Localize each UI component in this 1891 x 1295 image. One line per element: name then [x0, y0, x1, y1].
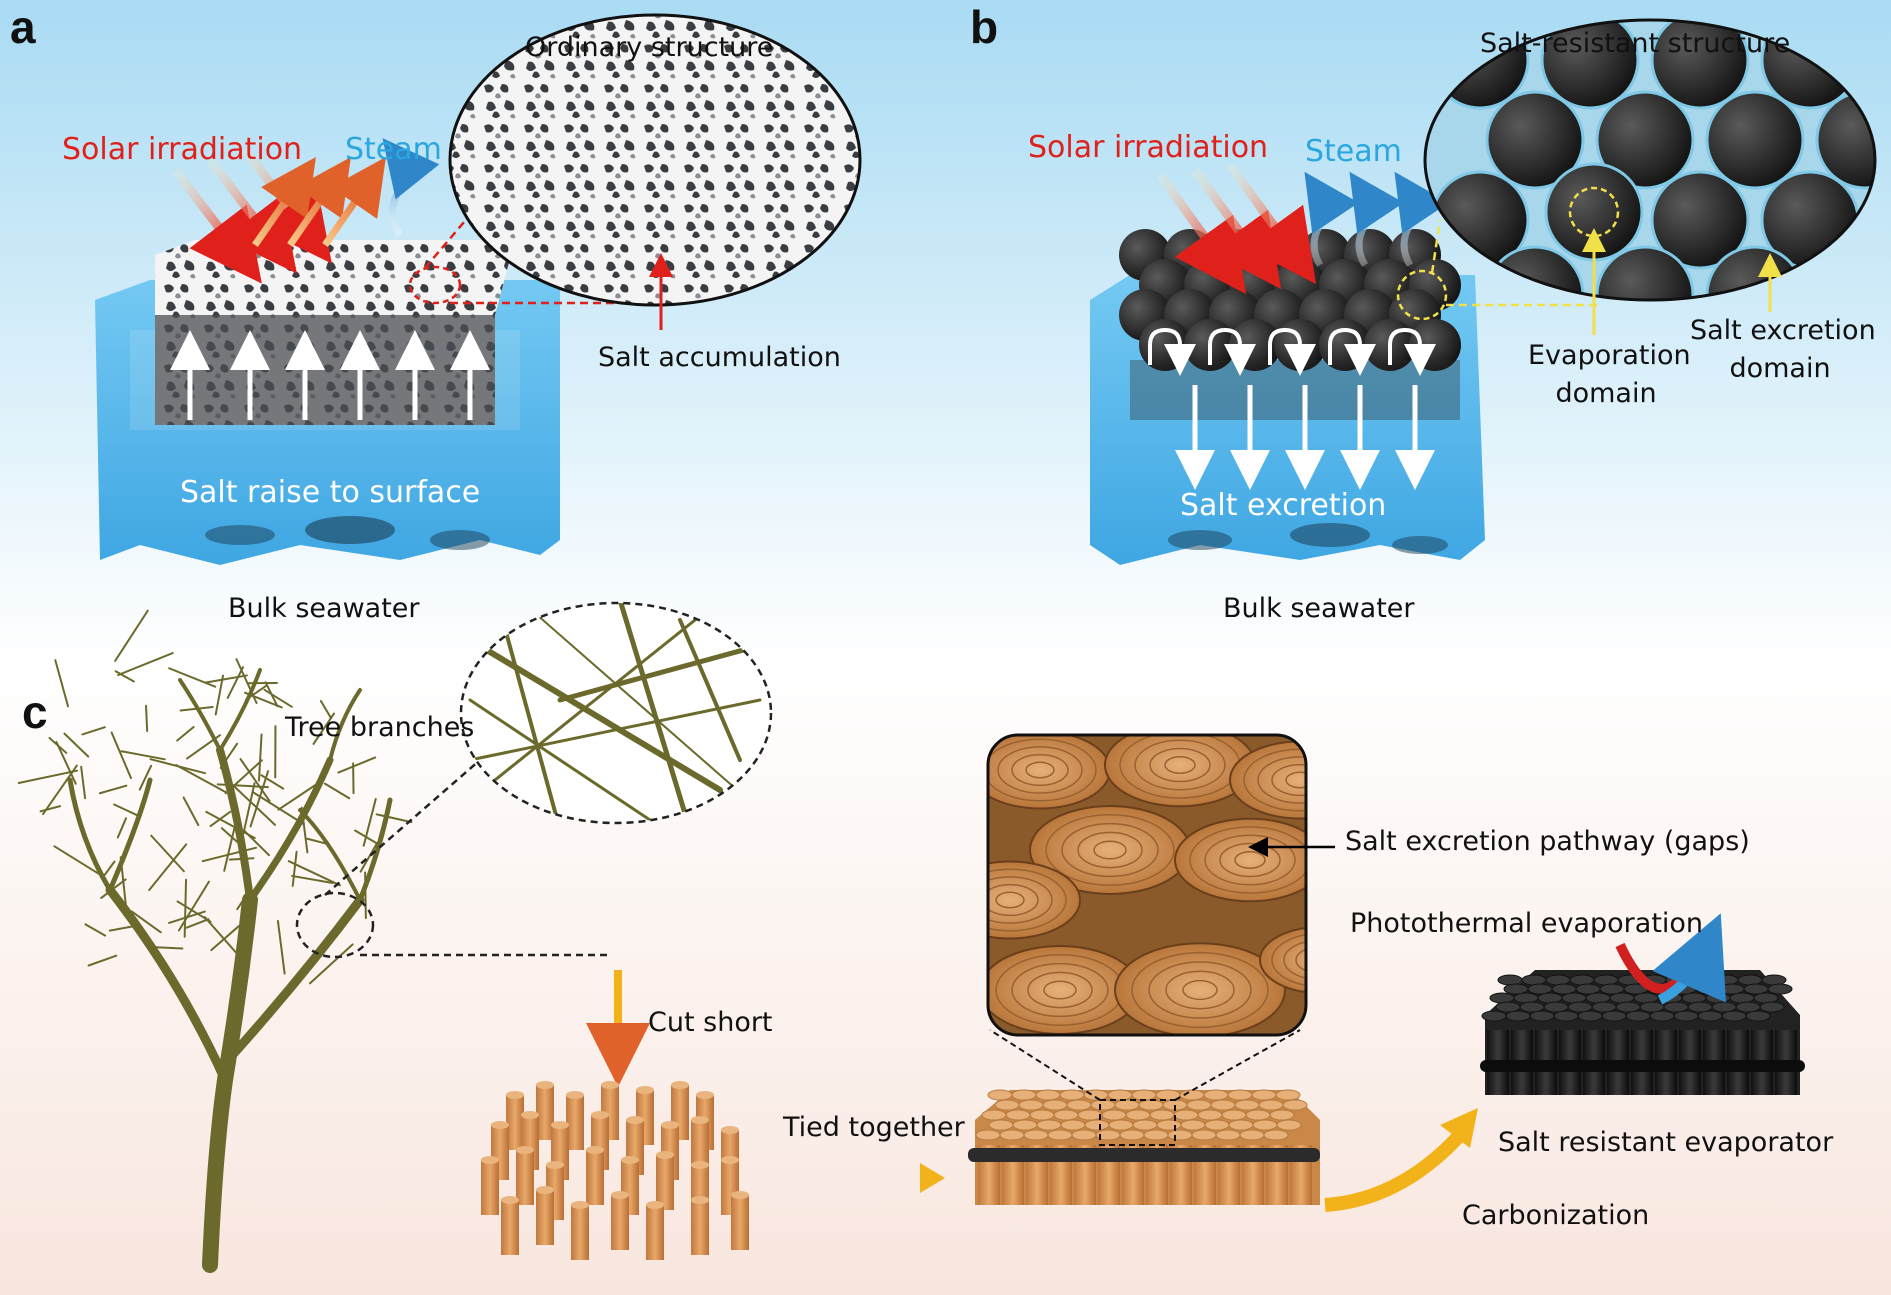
panel-c-illustration: [17, 601, 1805, 1273]
panel-a-letter: a: [10, 1, 36, 53]
zoom-marker-a: [408, 265, 462, 305]
evaporation-domain-label-1: Evaporation: [1528, 340, 1691, 371]
carbonization-arrow: [1324, 1130, 1466, 1212]
steam-arrow-a: [382, 138, 440, 237]
panel-b-illustration: [1090, 18, 1877, 565]
salt-excretion-label: Salt excretion: [1180, 488, 1387, 523]
panel-b-solar-label: Solar irradiation: [1028, 130, 1269, 165]
zoom-marker-tree: [295, 891, 375, 959]
cut-sticks: [481, 1081, 749, 1260]
salt-accumulation-label: Salt accumulation: [598, 342, 841, 373]
salt-rise-arrows: [170, 330, 490, 420]
salt-excretion-domain-label-1: Salt excretion: [1690, 315, 1876, 346]
panel-a-solar-label: Solar irradiation: [62, 132, 303, 167]
branches-zoom-oval: [461, 603, 771, 823]
tree-illustration: [17, 609, 413, 1273]
tree-branches-label: Tree branches: [285, 712, 475, 743]
salt-excretion-arrows: [1175, 385, 1435, 490]
salt-resistant-oval: [1425, 20, 1875, 300]
tied-together-label: Tied together: [783, 1112, 965, 1143]
log-bundle: [968, 1089, 1320, 1205]
reflected-arrows-a: [252, 156, 386, 247]
circulation-arrows: [1148, 327, 1436, 376]
panel-a-illustration: [95, 13, 862, 565]
panel-b-letter: b: [970, 1, 999, 53]
panel-b-title: Salt-resistant structure: [1480, 28, 1791, 59]
panel-a-title: Ordinary structure: [525, 32, 774, 63]
cut-short-label: Cut short: [648, 1007, 773, 1038]
panel-a-bulk-label: Bulk seawater: [228, 593, 420, 624]
salt-excretion-domain-label-2: domain: [1729, 353, 1831, 384]
solar-arrows-b: [1156, 162, 1317, 295]
steam-arrows-b: [1304, 171, 1449, 267]
porous-slab-top: [155, 240, 515, 315]
pathway-label: Salt excretion pathway (gaps): [1345, 826, 1750, 857]
evaporator-label: Salt resistant evaporator: [1498, 1127, 1834, 1158]
carbonization-label: Carbonization: [1462, 1200, 1650, 1231]
panel-b-steam-label: Steam: [1305, 134, 1402, 169]
black-evaporator: [1480, 970, 1805, 1095]
panel-c-letter: c: [22, 686, 48, 738]
evaporation-domain-label-2: domain: [1555, 378, 1657, 409]
log-cross-section-inset: [988, 735, 1306, 1035]
photothermal-label: Photothermal evaporation: [1350, 908, 1704, 939]
panel-b-bulk-label: Bulk seawater: [1223, 593, 1415, 624]
panel-a-steam-label: Steam: [345, 132, 442, 167]
zoom-marker-b: [1396, 269, 1448, 321]
salt-raise-label: Salt raise to surface: [180, 475, 481, 510]
